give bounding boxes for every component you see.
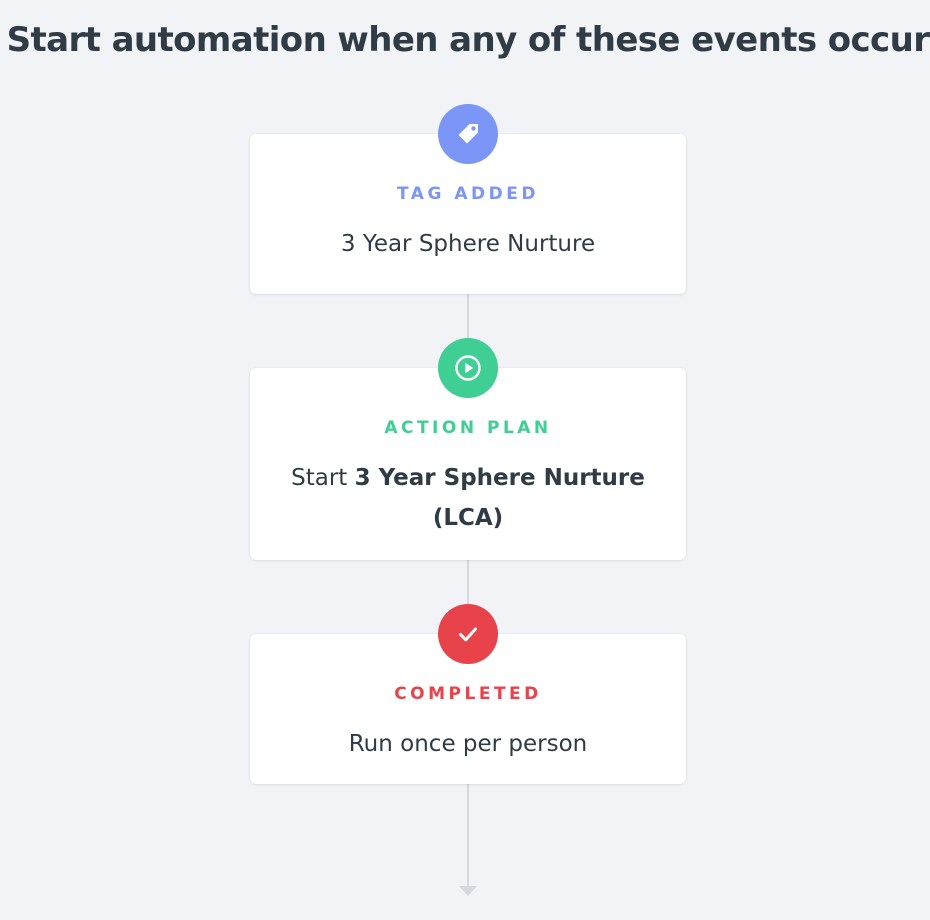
step-label: COMPLETED xyxy=(394,684,542,704)
connector-line xyxy=(467,784,469,888)
action-card-action-plan[interactable]: ACTION PLAN Start 3 Year Sphere Nurture … xyxy=(250,368,686,560)
step-description: Start 3 Year Sphere Nurture (LCA) xyxy=(250,458,686,538)
check-icon xyxy=(438,604,498,664)
connector-line xyxy=(467,294,469,338)
connector-line xyxy=(467,560,469,604)
action-plan-name: 3 Year Sphere Nurture (LCA) xyxy=(354,465,645,531)
tag-icon xyxy=(438,104,498,164)
step-label: ACTION PLAN xyxy=(384,418,552,438)
step-label: TAG ADDED xyxy=(397,184,539,204)
step-description: Run once per person xyxy=(348,731,588,757)
play-icon xyxy=(438,338,498,398)
end-card-completed[interactable]: COMPLETED Run once per person xyxy=(250,634,686,784)
step-description-prefix: Start xyxy=(291,465,355,491)
step-description: 3 Year Sphere Nurture xyxy=(340,231,596,257)
flow-arrow-down xyxy=(459,886,477,896)
page-title: Start automation when any of these event… xyxy=(6,20,930,60)
